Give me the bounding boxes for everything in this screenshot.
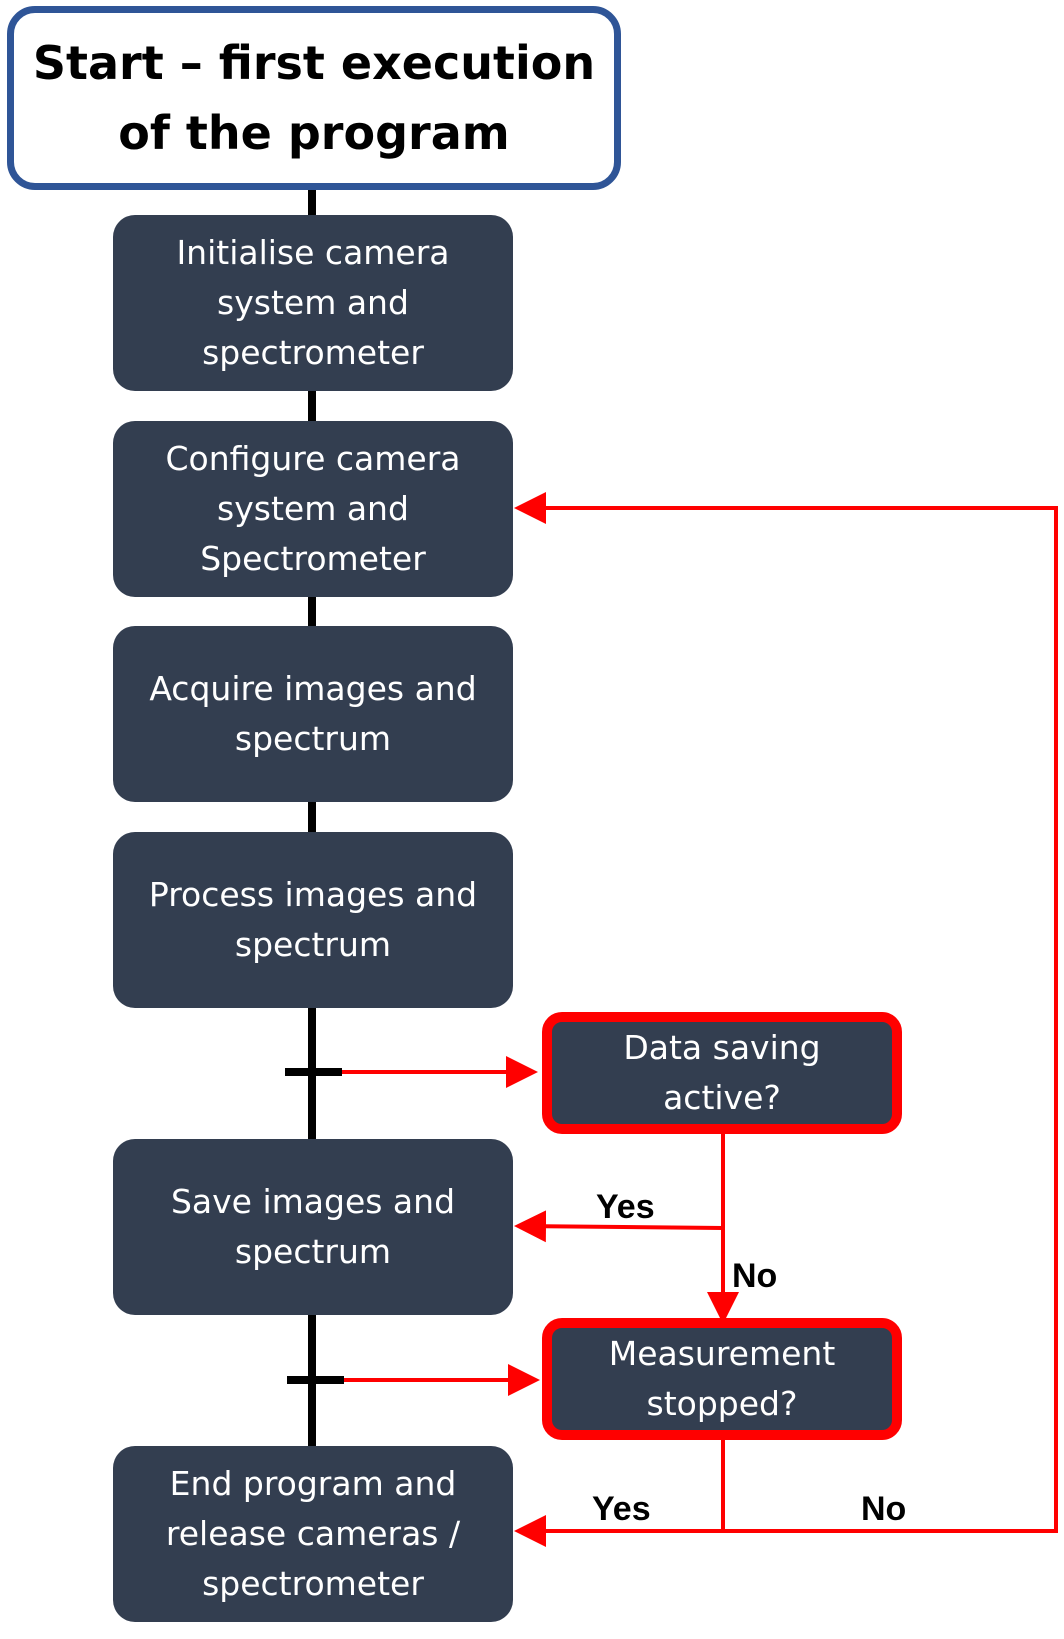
saving-yes-label: Yes	[596, 1188, 655, 1226]
start-node: Start – first execution of the program	[7, 6, 621, 190]
data-saving-decision: Data saving active?	[542, 1012, 902, 1134]
save-step: Save images and spectrum	[113, 1139, 513, 1315]
configure-step: Configure camera system and Spectrometer	[113, 421, 513, 597]
end-step: End program and release cameras / spectr…	[113, 1446, 513, 1622]
acquire-step: Acquire images and spectrum	[113, 626, 513, 802]
initialise-step: Initialise camera system and spectromete…	[113, 215, 513, 391]
stopped-no-loop-arrow	[514, 492, 1058, 1533]
process-step: Process images and spectrum	[113, 832, 513, 1008]
measurement-stopped-decision: Measurement stopped?	[542, 1318, 902, 1440]
saving-yes-arrow	[514, 1210, 724, 1243]
stopped-yes-label: Yes	[592, 1490, 651, 1528]
stopped-no-label: No	[861, 1490, 907, 1528]
saving-no-label: No	[732, 1257, 778, 1295]
